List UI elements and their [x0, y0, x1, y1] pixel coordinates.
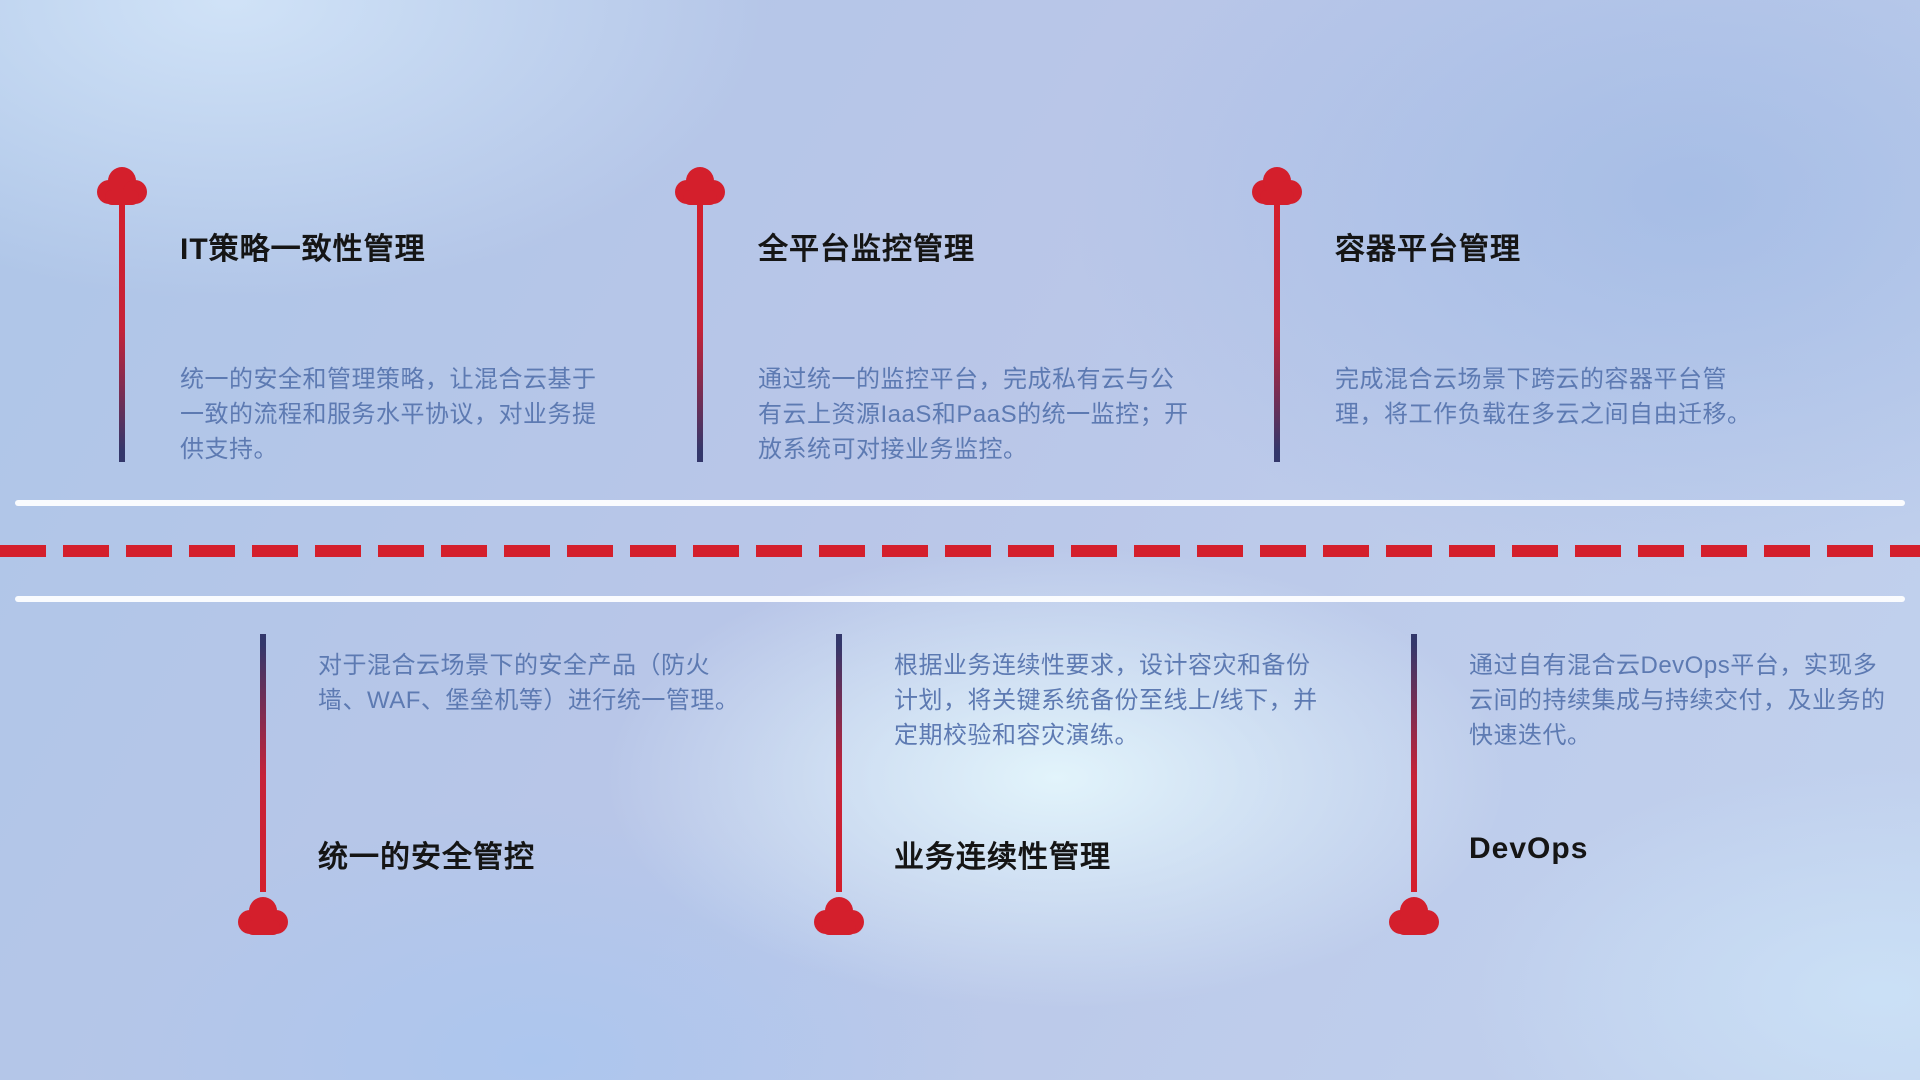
timeline-stem — [697, 204, 703, 462]
divider-line-bottom — [15, 596, 1905, 602]
item-title: 统一的安全管控 — [318, 841, 535, 874]
timeline-stem — [836, 634, 842, 892]
timeline-stem — [1274, 204, 1280, 462]
item-description: 对于混合云场景下的安全产品（防火墙、WAF、堡垒机等）进行统一管理。 — [318, 652, 740, 715]
item-title: IT策略一致性管理 — [180, 233, 426, 266]
cloud-icon — [1386, 896, 1442, 936]
item-description: 完成混合云场景下跨云的容器平台管理，将工作负载在多云之间自由迁移。 — [1335, 366, 1752, 429]
cloud-icon — [94, 166, 150, 206]
item-title: 业务连续性管理 — [894, 841, 1111, 874]
item-title: 全平台监控管理 — [758, 233, 975, 266]
timeline-stem — [1411, 634, 1417, 892]
item-description: 根据业务连续性要求，设计容灾和备份计划，将关键系统备份至线上/线下，并定期校验和… — [894, 652, 1318, 750]
item-description: 统一的安全和管理策略，让混合云基于一致的流程和服务水平协议，对业务提供支持。 — [180, 366, 597, 464]
item-title: 容器平台管理 — [1335, 233, 1521, 266]
item-description: 通过统一的监控平台，完成私有云与公有云上资源IaaS和PaaS的统一监控；开放系… — [758, 366, 1189, 464]
item-description: 通过自有混合云DevOps平台，实现多云间的持续集成与持续交付，及业务的快速迭代… — [1469, 652, 1886, 750]
cloud-icon — [1249, 166, 1305, 206]
divider-line-top — [15, 500, 1905, 506]
divider-line-dashed — [0, 545, 1920, 557]
item-title: DevOps — [1469, 832, 1589, 865]
cloud-icon — [811, 896, 867, 936]
cloud-icon — [672, 166, 728, 206]
cloud-icon — [235, 896, 291, 936]
timeline-stem — [119, 204, 125, 462]
timeline-stem — [260, 634, 266, 892]
